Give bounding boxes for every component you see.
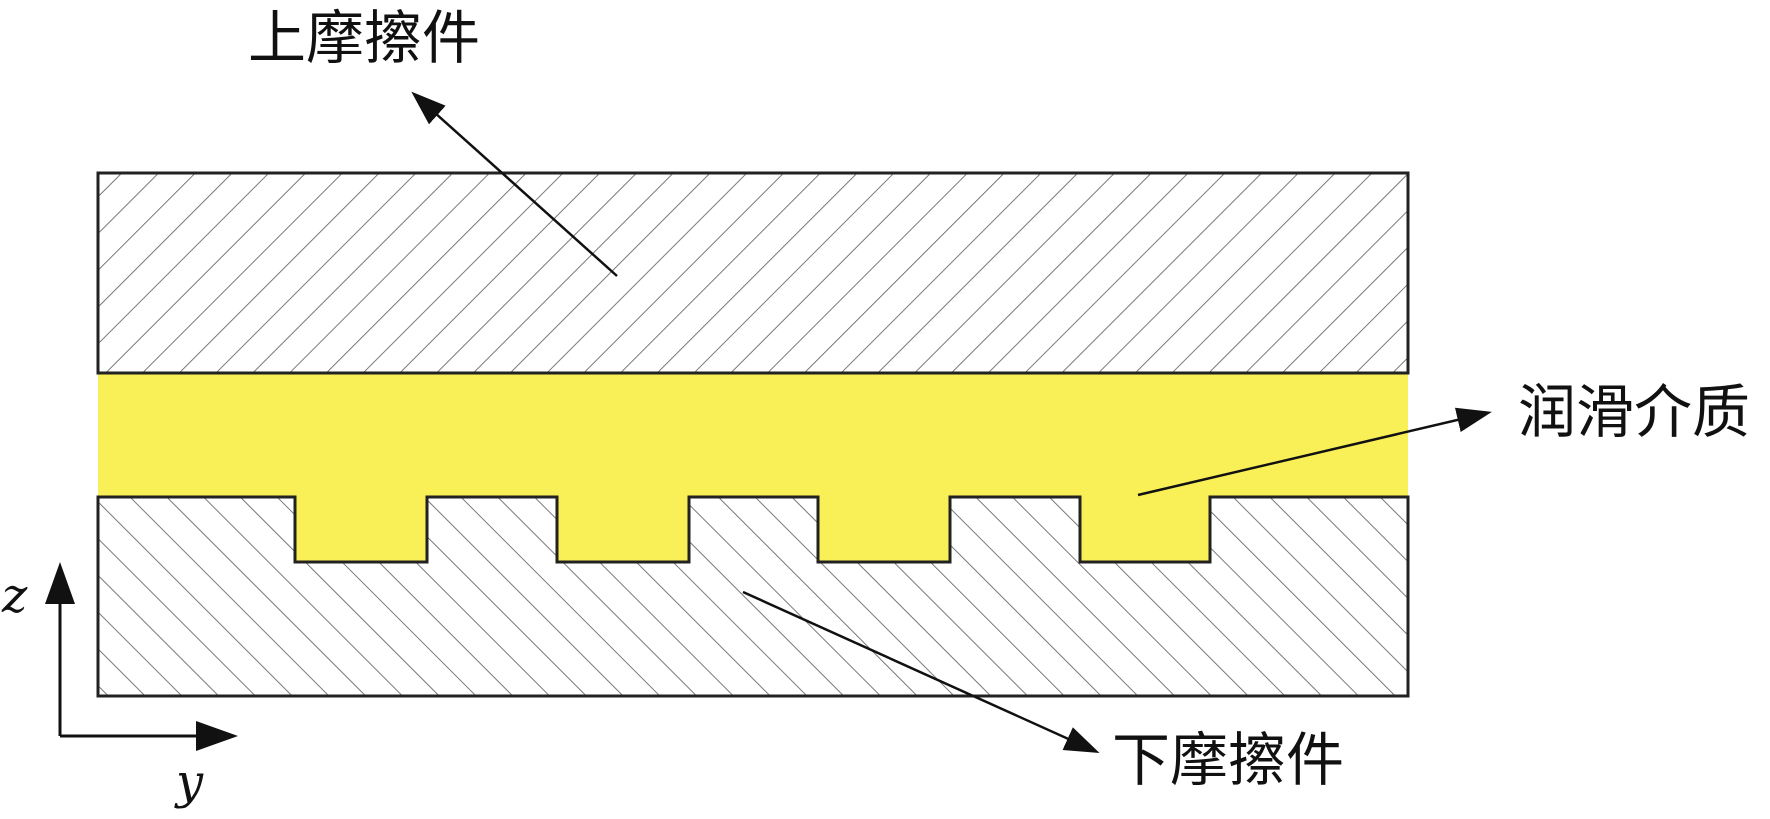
label-upper-friction-part: 上摩擦件 — [248, 4, 480, 72]
arrow-upper-friction-part — [411, 91, 618, 277]
label-lubricant-medium: 润滑介质 — [1518, 378, 1750, 446]
arrow-lubricant-medium — [1137, 407, 1492, 497]
label-axis-z: z — [1, 568, 28, 624]
upper-friction-part — [96, 171, 1410, 375]
arrow-lower-friction-part — [742, 590, 1100, 754]
label-lower-friction-part: 下摩擦件 — [1112, 726, 1344, 794]
label-axis-y: y — [174, 754, 204, 810]
